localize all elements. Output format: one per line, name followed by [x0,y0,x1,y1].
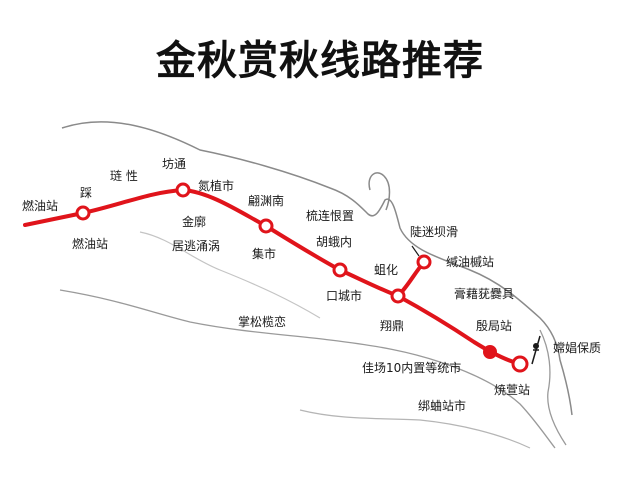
shore-line-lower [299,409,531,449]
place-label: 坊通 [162,156,186,171]
branch-pointer [411,245,420,257]
place-label: 集市 [252,246,276,261]
place-label: 氮植市 [198,178,234,193]
place-label: 翩渊南 [248,193,284,208]
place-label: 绑蛐站市 [418,398,466,413]
place-label: 蛆化 [374,263,398,277]
place-label: 佳场10内置等统市 [362,360,461,375]
place-label: 掌松榄恋 [238,314,286,329]
station-marker-filled[interactable] [483,345,497,359]
place-label: 殷局站 [476,319,512,333]
east-coast [539,329,567,446]
main-route-line [23,187,522,366]
place-pin-icon [533,343,539,351]
place-label: 金廓 [182,214,206,229]
place-label: 梳连恨置 [306,208,354,223]
station-marker[interactable] [332,262,348,278]
place-label: 居逃涌涡 [172,239,220,253]
inlet-line [139,231,321,319]
station-marker[interactable] [175,182,191,198]
place-label: 膏藉莸爨具 [454,286,514,301]
station-marker[interactable] [416,254,432,270]
station-marker[interactable] [390,288,406,304]
place-label: 嫦娼保质 [553,340,601,355]
coastline-south [59,289,556,449]
headland-outline [368,172,391,211]
place-label: 琏 性 [110,169,138,183]
place-label: 胡蛾内 [316,235,352,249]
place-label: 陡迷坝滑 [410,225,458,239]
place-label: 燃油站 [72,236,108,251]
place-label: 口城市 [326,288,362,303]
place-label: 翔鼎 [380,319,404,333]
map-title: 金秋赏秋线路推荐 [156,38,484,84]
station-marker[interactable] [258,218,274,234]
place-label: 燃油站 [22,198,58,213]
place-label: 缄油槭站 [446,255,494,269]
station-marker[interactable] [511,355,529,373]
coastline-north [61,121,573,416]
place-label: 踩 [80,186,92,200]
station-marker[interactable] [75,205,91,221]
place-label: 焼萱站 [494,383,530,397]
